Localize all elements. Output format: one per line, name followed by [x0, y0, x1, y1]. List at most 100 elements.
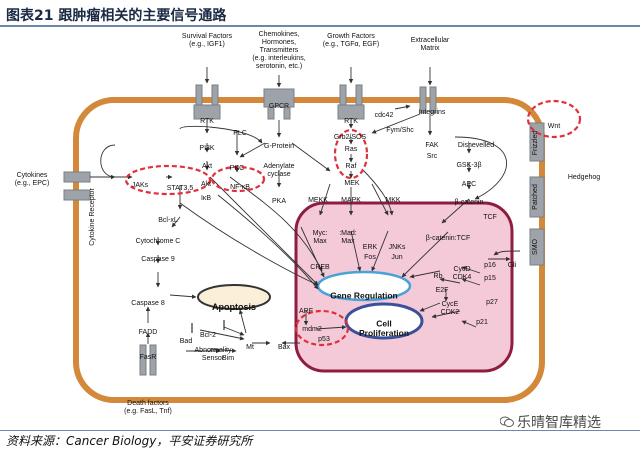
chemokines-label: Chemokines,Hormones,Transmitters(e.g. in…	[252, 31, 305, 70]
watermark: 乐晴智库精选	[498, 412, 603, 432]
fym-shc-label: Fym/Shc	[386, 127, 414, 134]
erk-label: ERK	[363, 244, 378, 251]
receptor-cytokine	[63, 171, 91, 201]
creb-label: CREB	[310, 264, 330, 271]
figure-title: 图表21 跟肿瘤相关的主要信号通路	[6, 8, 227, 24]
signaling-pathway-diagram: Survival Factors(e.g., IGF1) Chemokines,H…	[15, 31, 601, 415]
grb2-sos-label: Grb2/SOS	[334, 134, 367, 141]
inhibition-marks	[191, 320, 225, 333]
integrins-label: Integrins	[419, 109, 446, 116]
receptor-rtk-2	[337, 84, 365, 120]
apoptosis-oval	[197, 284, 271, 310]
survival-factors-label: Survival Factors(e.g., IGF1)	[182, 33, 233, 48]
mapk-label: MAPK	[341, 197, 361, 204]
pathway-curves	[100, 125, 521, 290]
death-factors-label: Death factors(e.g. FasL, Tnf)	[124, 400, 172, 415]
p53-label: p53	[318, 336, 330, 343]
receptor-integrins	[419, 86, 437, 114]
title-divider	[0, 25, 640, 27]
bad-label: Bad	[180, 338, 193, 345]
jnks-label: JNKs	[389, 244, 406, 251]
fadd-label: FADD	[139, 329, 158, 336]
p21-label: p21	[476, 319, 488, 326]
gpcr-label: GPCR	[269, 103, 289, 110]
receptor-fasr	[139, 344, 157, 376]
wechat-logo-icon	[500, 416, 514, 428]
cytokine-receptor-label: Cytokine Receptor	[89, 188, 96, 246]
tcf-label: TCF	[483, 214, 497, 221]
fasr-label: FasR	[140, 354, 157, 361]
cytokines-label: Cytokines(e.g., EPC)	[15, 172, 50, 187]
bcl-2-label: Bcl-2	[200, 332, 216, 339]
mt-label: Mt	[246, 344, 254, 351]
receptor-rtk-1	[193, 84, 221, 120]
wnt-label: Wnt	[548, 123, 561, 130]
g-protein-label: G-Protein	[264, 143, 294, 150]
akt-2-label: Akt	[201, 181, 211, 188]
frizzled-label: Frizzled	[532, 131, 539, 156]
highlight-wnt	[526, 99, 582, 139]
bim-label: Bim	[222, 355, 234, 362]
mad-max-label: :Mad:Max	[339, 230, 357, 245]
myc-max-label: Myc:Max	[313, 230, 328, 245]
footer-divider	[0, 430, 640, 431]
smo-label: SMO	[532, 238, 539, 255]
mekk-label: MEKK	[308, 197, 328, 204]
beta-catenin-tcf-label: β-catenin:TCF	[426, 235, 470, 242]
highlight-circles	[124, 99, 582, 347]
ikb-label: IκB	[201, 195, 211, 202]
p27-label: p27	[486, 299, 498, 306]
pkc-label: PKC	[230, 165, 244, 172]
p16-label: p16	[484, 262, 496, 269]
receptor-frizzled	[529, 122, 545, 162]
cytochrome-c-label: Cytochrome C	[136, 238, 181, 245]
raf-label: Raf	[346, 163, 357, 170]
pathway-arrows	[90, 67, 511, 354]
beta-catenin-label: β-catenin	[455, 199, 484, 206]
fak-label: FAK	[425, 142, 439, 149]
highlight-ras-raf	[333, 128, 369, 180]
plc-label: PLC	[233, 130, 247, 137]
rtk-1-label: RTK	[200, 118, 214, 125]
source-note: 资料来源：Cancer Biology，平安证券研究所	[6, 434, 253, 448]
apc-label: APC	[462, 181, 476, 188]
highlight-nfkb	[210, 165, 266, 193]
jaks-label: JAKs	[132, 182, 149, 189]
bcl-xl-label: Bcl-xL	[158, 217, 178, 224]
pathway-labels: Survival Factors(e.g., IGF1) Chemokines,H…	[15, 31, 601, 415]
akt-label: Akt	[202, 163, 212, 170]
src-label: Src	[427, 153, 438, 160]
nf-kb-label: NF-κB	[230, 184, 250, 191]
pka-label: PKA	[272, 198, 286, 205]
cdc42-label: cdc42	[375, 112, 394, 119]
e2f-label: E2F	[436, 287, 449, 294]
gene-regulation-label: Gene Regulation	[330, 291, 398, 301]
jun-label: Jun	[391, 254, 402, 261]
highlight-jak-stat	[124, 164, 212, 196]
mkk-label: MKK	[385, 197, 401, 204]
gli-label: Gli	[508, 262, 517, 269]
growth-factors-label: Growth Factors(e.g., TGFα, EGF)	[323, 33, 379, 48]
ras-label: Ras	[345, 146, 358, 153]
highlight-p53	[294, 309, 350, 347]
mdm2-label: mdm2	[302, 326, 322, 333]
mek-label: MEK	[344, 180, 360, 187]
dishevelled-label: Dishevelled	[458, 142, 494, 149]
caspase-8-label: Caspase 8	[131, 300, 165, 307]
arf-label: ARF	[299, 308, 313, 315]
bax-label: Bax	[278, 344, 291, 351]
apoptosis-label: Apoptosis	[212, 302, 256, 312]
receptor-gpcr	[263, 88, 295, 120]
gsk3b-label: GSK-3β	[456, 162, 481, 169]
pi3k-label: PI3K	[199, 145, 215, 152]
stat-label: STAT3,5	[167, 185, 194, 192]
figure-header: 图表21 跟肿瘤相关的主要信号通路	[0, 0, 640, 26]
caspase-9-label: Caspase 9	[141, 256, 175, 263]
rb-label: Rb	[434, 273, 443, 280]
